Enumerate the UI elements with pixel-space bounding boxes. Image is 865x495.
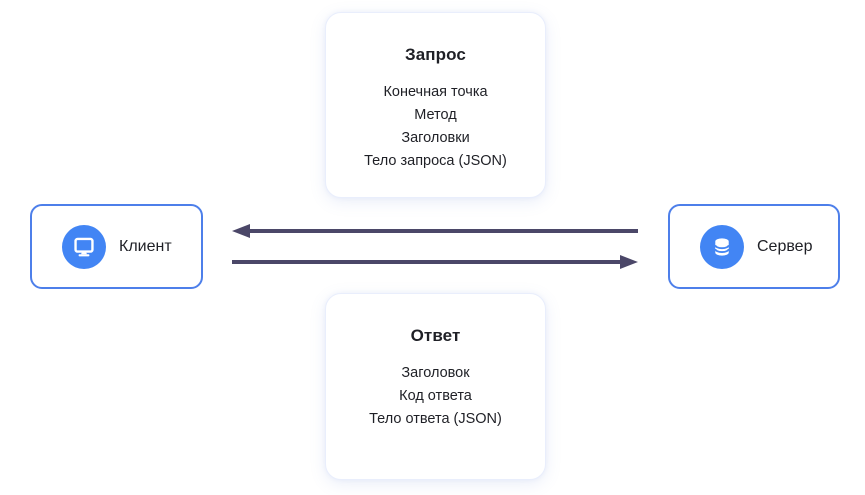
- client-node-label: Клиент: [119, 237, 172, 255]
- request-item-body: Тело запроса (JSON): [364, 153, 507, 169]
- response-card-title: Ответ: [410, 326, 461, 345]
- response-card: Ответ Заголовок Код ответа Тело ответа (…: [325, 293, 546, 480]
- server-node-label: Сервер: [757, 237, 813, 255]
- database-icon: [700, 224, 744, 269]
- response-card-list: Заголовок Код ответа Тело ответа (JSON): [326, 362, 545, 431]
- arrow-server-to-client: [232, 221, 638, 241]
- response-item-body: Тело ответа (JSON): [369, 411, 502, 427]
- request-item-endpoint: Конечная точка: [383, 84, 488, 100]
- server-node: Сервер: [668, 204, 840, 289]
- client-node: Клиент: [30, 204, 203, 289]
- request-card-title: Запрос: [405, 45, 466, 64]
- arrow-client-to-server: [232, 252, 638, 272]
- response-item-code: Код ответа: [399, 388, 472, 404]
- request-card-list: Конечная точка Метод Заголовки Тело запр…: [326, 81, 545, 173]
- monitor-icon: [62, 224, 106, 269]
- request-card: Запрос Конечная точка Метод Заголовки Те…: [325, 12, 546, 198]
- request-item-method: Метод: [414, 107, 457, 123]
- response-item-header: Заголовок: [401, 365, 470, 381]
- request-item-headers: Заголовки: [401, 130, 470, 146]
